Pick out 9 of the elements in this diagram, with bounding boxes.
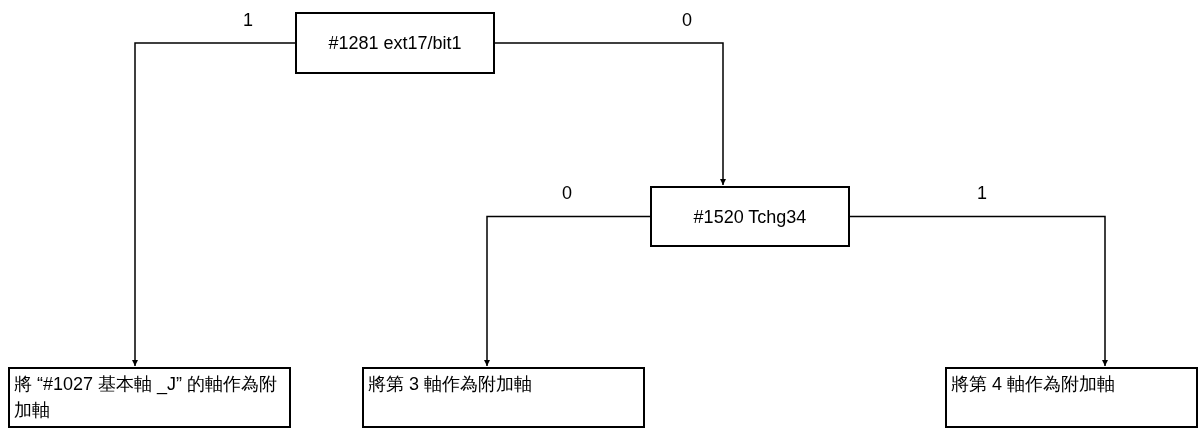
- arrow: [484, 215, 651, 367]
- result-box: 將 “#1027 基本軸 _J” 的軸作為附加軸: [8, 367, 291, 428]
- result-box: 將第 4 軸作為附加軸: [945, 367, 1198, 428]
- result-box: 將第 3 軸作為附加軸: [362, 367, 645, 428]
- arrow: [494, 42, 726, 186]
- arrow: [849, 215, 1108, 367]
- condition-box: #1520 Tchg34: [650, 186, 850, 247]
- condition-box: #1281 ext17/bit1: [295, 12, 495, 74]
- arrow: [132, 42, 296, 367]
